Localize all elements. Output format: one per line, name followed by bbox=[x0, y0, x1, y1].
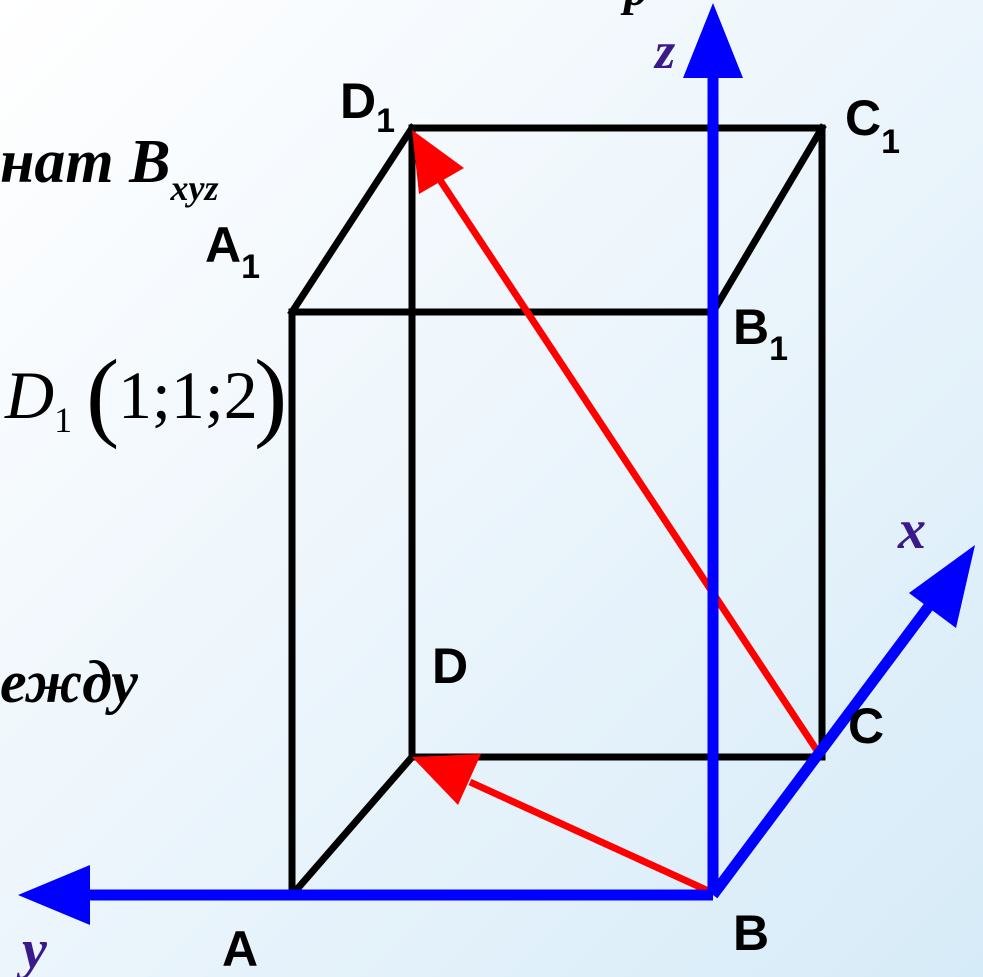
edge-b1-c1 bbox=[708, 123, 827, 317]
vertex-b-label: B bbox=[733, 905, 769, 961]
axis-z-arrowhead bbox=[683, 3, 743, 78]
axes bbox=[18, 3, 975, 925]
vertex-a1-label: A1 bbox=[205, 217, 260, 286]
axis-z-label: z bbox=[653, 23, 676, 80]
vector-cd1-shaft bbox=[437, 178, 821, 754]
vertex-b1-label: B1 bbox=[733, 299, 788, 368]
axis-y-arrowhead bbox=[18, 865, 90, 925]
formula-open-paren: ( bbox=[86, 339, 119, 450]
box-edges bbox=[287, 123, 827, 900]
formula-d1-coordinates: D1 ( 1;1;2 ) bbox=[4, 339, 287, 450]
formula-close-paren: ) bbox=[254, 339, 287, 450]
vertex-a-label: A bbox=[222, 921, 258, 977]
vectors bbox=[412, 130, 821, 897]
vertex-c1-label: C1 bbox=[845, 90, 900, 161]
formula-values: 1;1;2 bbox=[118, 357, 258, 433]
vertex-labels: D1 C1 A1 B1 D C B A bbox=[205, 73, 900, 977]
axis-x-shaft bbox=[708, 594, 940, 899]
vector-bd-shaft bbox=[468, 778, 715, 897]
vector-cd1-head bbox=[412, 130, 464, 194]
axis-y-label: y bbox=[16, 919, 48, 977]
formula-point: D1 bbox=[4, 357, 72, 440]
vertex-d1-label: D1 bbox=[340, 73, 395, 140]
axis-x-label: x bbox=[897, 499, 926, 561]
edge-a1-d1 bbox=[287, 123, 417, 317]
edge-a-d bbox=[287, 752, 417, 900]
fragment-top-right: р bbox=[620, 0, 648, 16]
fragment-coords: нат Bxyz bbox=[0, 128, 219, 208]
fragment-between: ежду bbox=[0, 649, 138, 715]
vertex-d-label: D bbox=[432, 638, 468, 694]
vertex-c-label: C bbox=[848, 698, 884, 754]
vector-bd-head bbox=[412, 754, 481, 805]
axis-x-arrowhead bbox=[909, 545, 975, 628]
